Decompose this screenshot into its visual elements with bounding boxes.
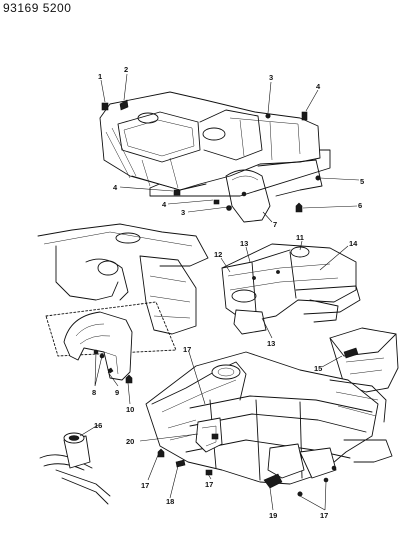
callout-19: 19 xyxy=(269,511,277,520)
callout-6: 6 xyxy=(358,201,362,210)
callout-14: 14 xyxy=(349,239,358,248)
callout-17: 17 xyxy=(320,511,328,520)
bolt-3 xyxy=(265,113,271,119)
mount-detail-16 xyxy=(39,432,111,505)
callout-2: 2 xyxy=(124,65,128,74)
engine-compartment-frame xyxy=(145,351,393,497)
callout-1: 1 xyxy=(98,72,102,81)
callout-18: 18 xyxy=(166,497,174,506)
callout-10: 10 xyxy=(126,405,134,414)
callout-16: 16 xyxy=(94,421,102,430)
callout-7: 7 xyxy=(273,220,277,229)
clip-2 xyxy=(119,99,129,111)
front-body-assembly xyxy=(99,91,331,223)
callout-11: 11 xyxy=(296,233,304,242)
callout-15: 15 xyxy=(314,364,322,373)
front-crossmember xyxy=(221,243,361,335)
fastener-10 xyxy=(125,374,133,384)
callout-5: 5 xyxy=(360,177,364,186)
callout-3: 3 xyxy=(181,208,185,217)
callout-17: 17 xyxy=(141,481,149,490)
bolt-1 xyxy=(101,102,109,111)
callout-4: 4 xyxy=(162,200,167,209)
callout-4: 4 xyxy=(113,183,118,192)
callout-3: 3 xyxy=(269,73,273,82)
catalog-number: 93169 5200 xyxy=(3,1,72,15)
callout-8: 8 xyxy=(92,388,96,397)
callout-13: 13 xyxy=(267,339,275,348)
nut-4 xyxy=(301,111,308,121)
callout-17: 17 xyxy=(183,345,191,354)
callout-9: 9 xyxy=(115,388,119,397)
callout-17: 17 xyxy=(205,480,213,489)
inner-fender-assembly xyxy=(37,223,209,384)
callout-4: 4 xyxy=(316,82,321,91)
callout-12: 12 xyxy=(214,250,222,259)
callout-13: 13 xyxy=(240,239,248,248)
callout-20: 20 xyxy=(126,437,134,446)
leader-lines xyxy=(79,73,360,511)
callout-labels: 1 2 3 4 4 4 5 3 6 7 11 13 12 14 13 15 8 … xyxy=(92,65,364,520)
